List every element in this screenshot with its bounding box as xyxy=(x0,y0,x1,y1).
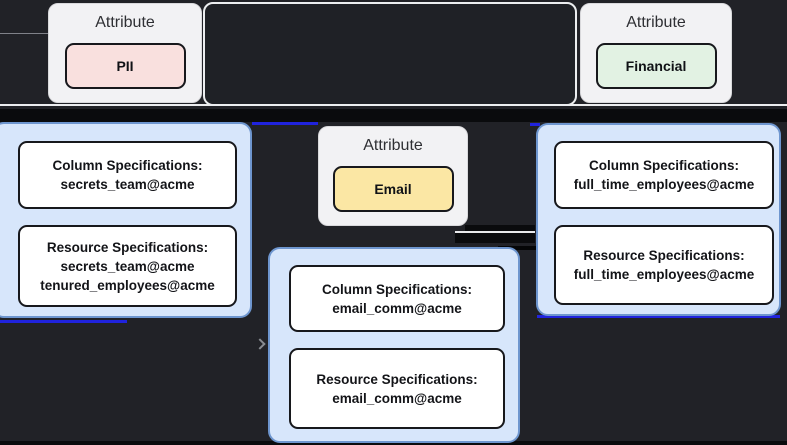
dark-edge-line xyxy=(498,246,537,250)
column-spec-title: Column Specifications: xyxy=(52,158,203,173)
spec-group-full-time-employees[interactable]: Column Specifications: full_time_employe… xyxy=(536,123,781,316)
resource-spec-title: Resource Specifications: xyxy=(316,371,478,387)
resource-spec-box[interactable]: Resource Specifications: full_time_emplo… xyxy=(554,225,774,305)
resource-spec-box[interactable]: Resource Specifications: email_comm@acme xyxy=(289,348,505,429)
attribute-chip-label: PII xyxy=(116,58,134,74)
mid-divider-line xyxy=(455,231,535,233)
resource-spec-value: email_comm@acme xyxy=(332,390,462,406)
attribute-node-email[interactable]: Attribute Email xyxy=(318,126,468,226)
edge-line-blue-bottom-right xyxy=(537,315,780,318)
resource-spec-title: Resource Specifications: xyxy=(46,239,209,255)
resource-spec-value: secrets_team@acme xyxy=(60,258,195,274)
top-dark-panel xyxy=(203,2,577,106)
dark-band-mid-b xyxy=(455,233,535,243)
resource-spec-value: full_time_employees@acme xyxy=(573,267,755,282)
column-spec-box[interactable]: Column Specifications: secrets_team@acme xyxy=(18,141,237,209)
column-spec-title: Column Specifications: xyxy=(588,158,740,173)
attribute-node-title: Attribute xyxy=(363,137,423,154)
attribute-node-title: Attribute xyxy=(626,14,686,31)
attribute-node-financial[interactable]: Attribute Financial xyxy=(580,3,732,103)
edge-line-blue-bottom-left xyxy=(0,320,127,323)
attribute-chip-label: Email xyxy=(374,181,412,197)
attribute-chip-pii[interactable]: PII xyxy=(64,43,186,89)
dark-band-mid-a xyxy=(465,225,535,232)
edge-arrowhead-icon xyxy=(254,338,266,350)
column-spec-box[interactable]: Column Specifications: email_comm@acme xyxy=(289,265,505,332)
resource-spec-box[interactable]: Resource Specifications: secrets_team@ac… xyxy=(18,225,237,307)
resource-spec-value: tenured_employees@acme xyxy=(40,277,215,293)
resource-spec-title: Resource Specifications: xyxy=(583,248,745,263)
spec-group-secrets-team[interactable]: Column Specifications: secrets_team@acme… xyxy=(0,122,252,318)
dark-band-top xyxy=(0,109,787,122)
column-spec-value: email_comm@acme xyxy=(332,300,462,316)
attribute-chip-email[interactable]: Email xyxy=(332,166,454,212)
attribute-node-pii[interactable]: Attribute PII xyxy=(48,3,202,103)
column-spec-value: full_time_employees@acme xyxy=(573,177,755,192)
attribute-chip-label: Financial xyxy=(625,58,687,74)
left-top-line xyxy=(0,33,49,34)
column-spec-title: Column Specifications: xyxy=(321,281,473,297)
attribute-chip-financial[interactable]: Financial xyxy=(595,43,717,89)
column-spec-value: secrets_team@acme xyxy=(60,177,195,192)
edge-line-blue-top-right xyxy=(530,123,540,126)
edge-line-blue-top-left xyxy=(252,122,318,125)
attribute-node-title: Attribute xyxy=(95,14,155,31)
column-spec-box[interactable]: Column Specifications: full_time_employe… xyxy=(554,141,774,209)
spec-group-email-comm[interactable]: Column Specifications: email_comm@acme R… xyxy=(268,247,520,443)
dark-band-bottom xyxy=(0,441,787,445)
